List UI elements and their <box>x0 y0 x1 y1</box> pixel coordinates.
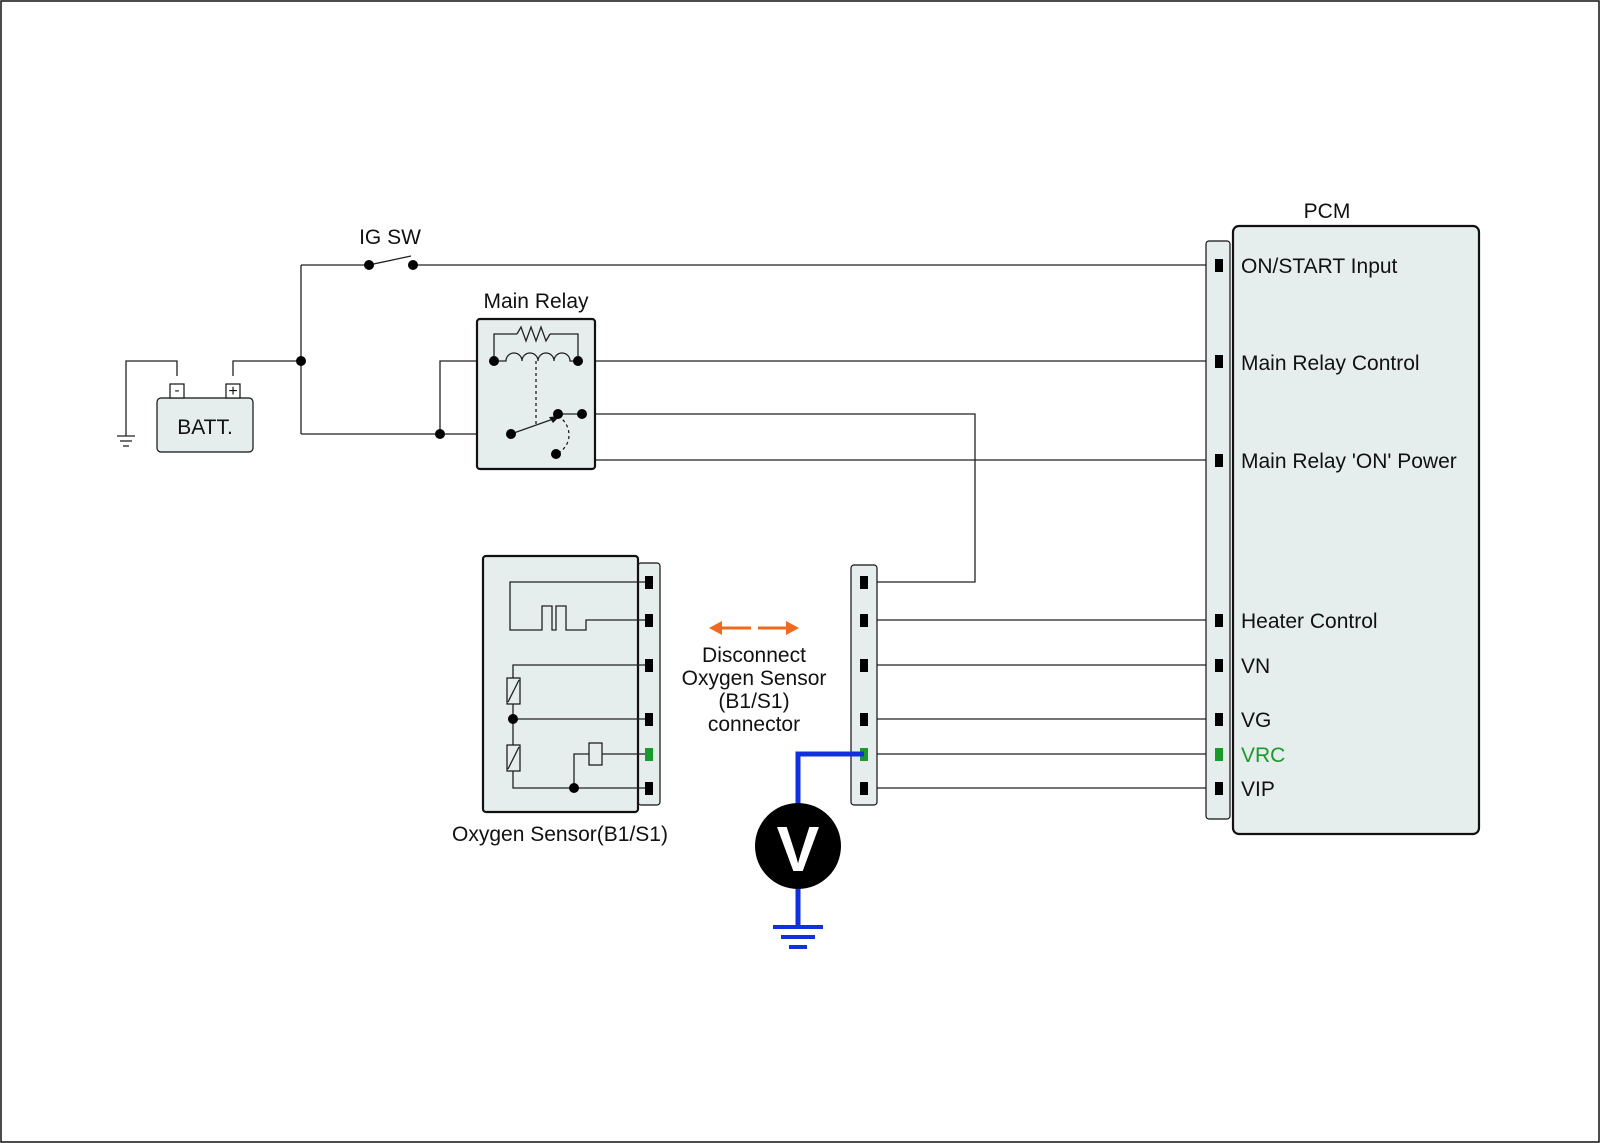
voltmeter-symbol: V <box>777 813 820 885</box>
disconnect-arrows-icon <box>709 621 799 635</box>
note-line-2: Oxygen Sensor <box>682 667 827 690</box>
pcm-pin-vrc: VRC <box>1241 744 1285 767</box>
wires <box>125 264 1219 789</box>
pcm-connector-strip <box>1205 240 1231 820</box>
main-relay-label: Main Relay <box>483 290 589 313</box>
junction-dot <box>296 356 306 366</box>
note-line-1: Disconnect <box>702 644 806 667</box>
oxygen-sensor: Oxygen Sensor(B1/S1) <box>452 554 668 846</box>
pcm-pin-vg: VG <box>1241 709 1271 732</box>
junction-dot <box>435 429 445 439</box>
oxygen-sensor-connector-strip <box>637 562 661 806</box>
battery-label: BATT. <box>177 416 233 439</box>
pcm: PCM ON/START Input Main Relay Control Ma… <box>1205 200 1481 836</box>
battery: - + BATT. <box>156 382 254 453</box>
battery-positive-sign: + <box>228 383 237 400</box>
meter-ground-icon <box>773 925 823 949</box>
voltmeter: V <box>755 751 864 949</box>
battery-ground-icon <box>117 435 135 447</box>
battery-positive-terminal <box>225 383 241 399</box>
pcm-pin-main-relay-on-power: Main Relay 'ON' Power <box>1241 450 1457 473</box>
harness-connector <box>850 564 878 806</box>
main-relay: Main Relay <box>475 290 597 471</box>
pcm-pin-main-relay-control: Main Relay Control <box>1241 352 1420 375</box>
oxygen-sensor-vrc-terminal <box>645 748 653 761</box>
ignition-switch: IG SW <box>359 226 421 270</box>
pcm-pin-on-start-input: ON/START Input <box>1241 255 1398 278</box>
oxygen-sensor-label: Oxygen Sensor(B1/S1) <box>452 823 668 846</box>
battery-negative-terminal <box>169 383 185 399</box>
pcm-pin-vip: VIP <box>1241 778 1275 801</box>
disconnect-note: Disconnect Oxygen Sensor (B1/S1) connect… <box>682 644 827 736</box>
note-line-3: (B1/S1) <box>718 690 789 713</box>
pcm-vrc-terminal <box>1215 748 1223 761</box>
pcm-label: PCM <box>1304 200 1351 223</box>
pcm-pin-heater-control: Heater Control <box>1241 610 1378 633</box>
battery-negative-sign: - <box>175 382 180 399</box>
pcm-pin-vn: VN <box>1241 655 1270 678</box>
ig-sw-label: IG SW <box>359 226 421 249</box>
note-line-4: connector <box>708 713 800 736</box>
